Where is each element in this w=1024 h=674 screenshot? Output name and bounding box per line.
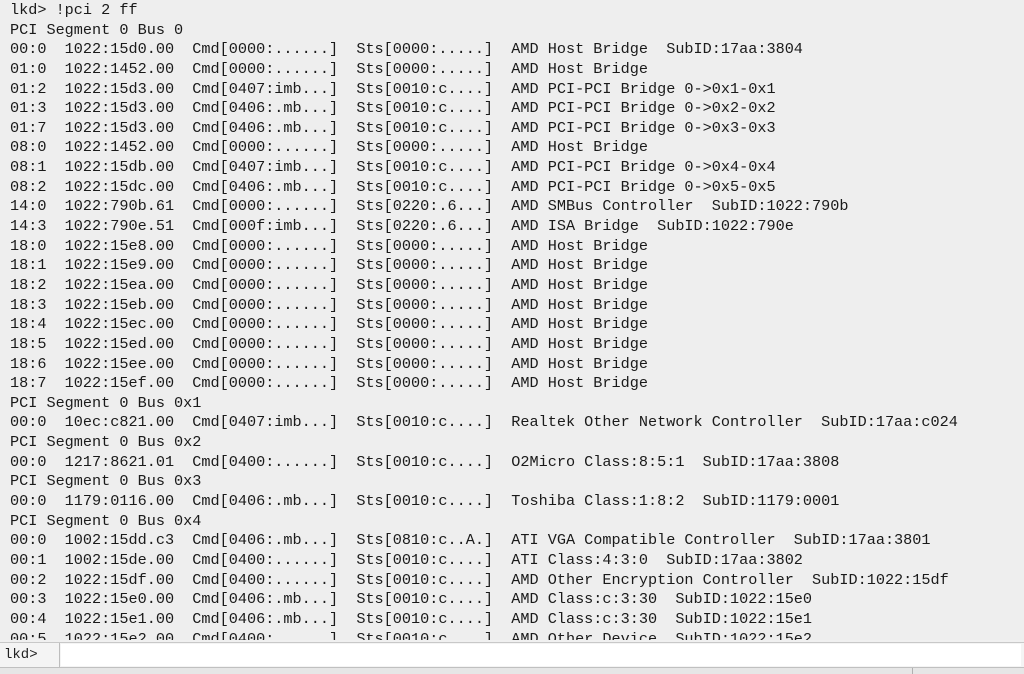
output-line: 01:2 1022:15d3.00 Cmd[0407:imb...] Sts[0… [10, 79, 776, 98]
output-line: 18:2 1022:15ea.00 Cmd[0000:......] Sts[0… [10, 275, 648, 294]
output-line: 00:0 1002:15dd.c3 Cmd[0406:.mb...] Sts[0… [10, 531, 931, 550]
output-line: 00:2 1022:15df.00 Cmd[0400:......] Sts[0… [10, 570, 949, 589]
output-line: 00:0 1022:15d0.00 Cmd[0000:......] Sts[0… [10, 40, 803, 59]
output-line: 00:0 1179:0116.00 Cmd[0406:.mb...] Sts[0… [10, 492, 840, 511]
output-line: 18:7 1022:15ef.00 Cmd[0000:......] Sts[0… [10, 374, 648, 393]
output-line: 14:3 1022:790e.51 Cmd[000f:imb...] Sts[0… [10, 217, 794, 236]
output-line: 00:0 1217:8621.01 Cmd[0400:......] Sts[0… [10, 452, 840, 471]
output-line: PCI Segment 0 Bus 0x3 [10, 472, 202, 491]
output-line: 08:0 1022:1452.00 Cmd[0000:......] Sts[0… [10, 138, 648, 157]
output-line: 00:3 1022:15e0.00 Cmd[0406:.mb...] Sts[0… [10, 590, 813, 609]
command-input[interactable] [61, 644, 1021, 666]
output-line: 01:0 1022:1452.00 Cmd[0000:......] Sts[0… [10, 59, 648, 78]
output-line: PCI Segment 0 Bus 0x4 [10, 511, 202, 530]
command-bar: lkd> [0, 642, 1024, 667]
output-line: 18:4 1022:15ec.00 Cmd[0000:......] Sts[0… [10, 315, 648, 334]
output-line: PCI Segment 0 Bus 0 [10, 20, 184, 39]
output-line: 18:0 1022:15e8.00 Cmd[0000:......] Sts[0… [10, 236, 648, 255]
output-line: 00:5 1022:15e2.00 Cmd[0400:......] Sts[0… [10, 629, 813, 641]
output-line: 18:6 1022:15ee.00 Cmd[0000:......] Sts[0… [10, 354, 648, 373]
output-line: 08:1 1022:15db.00 Cmd[0407:imb...] Sts[0… [10, 158, 776, 177]
output-line: 01:7 1022:15d3.00 Cmd[0406:.mb...] Sts[0… [10, 118, 776, 137]
command-echo-line: lkd> !pci 2 ff [10, 1, 138, 19]
output-line: 14:0 1022:790b.61 Cmd[0000:......] Sts[0… [10, 197, 849, 216]
output-line: PCI Segment 0 Bus 0x2 [10, 433, 202, 452]
output-line: 08:2 1022:15dc.00 Cmd[0406:.mb...] Sts[0… [10, 177, 776, 196]
output-line: 18:3 1022:15eb.00 Cmd[0000:......] Sts[0… [10, 295, 648, 314]
output-line: 00:1 1002:15de.00 Cmd[0400:......] Sts[0… [10, 550, 803, 569]
output-line: 18:5 1022:15ed.00 Cmd[0000:......] Sts[0… [10, 334, 648, 353]
status-bar [0, 667, 1024, 674]
output-line: 18:1 1022:15e9.00 Cmd[0000:......] Sts[0… [10, 256, 648, 275]
command-prompt-label: lkd> [0, 643, 60, 667]
output-line: PCI Segment 0 Bus 0x1 [10, 393, 202, 412]
output-line: 00:0 10ec:c821.00 Cmd[0407:imb...] Sts[0… [10, 413, 958, 432]
output-line: 00:4 1022:15e1.00 Cmd[0406:.mb...] Sts[0… [10, 609, 813, 628]
status-bar-divider [912, 668, 913, 674]
output-line: 01:3 1022:15d3.00 Cmd[0406:.mb...] Sts[0… [10, 99, 776, 118]
